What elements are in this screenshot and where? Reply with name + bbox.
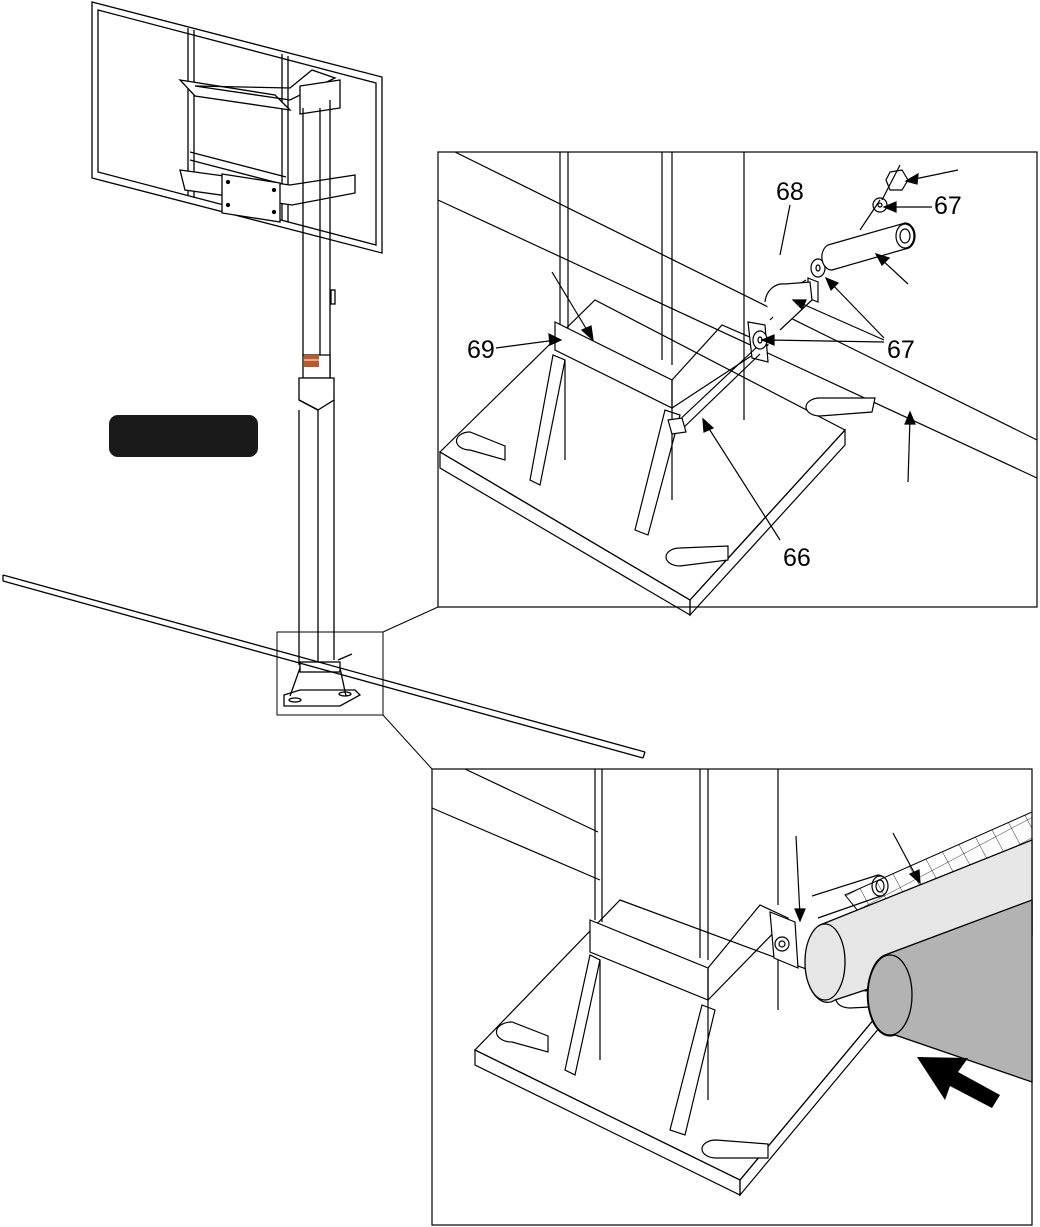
callout-68: 68 — [776, 178, 804, 206]
callout-69: 69 — [467, 336, 495, 364]
detail-view-top: 68 67 67 69 66 — [438, 152, 1037, 615]
backboard — [92, 2, 382, 253]
step-badge — [109, 415, 258, 457]
callout-67-b: 67 — [887, 336, 915, 364]
callout-67-a: 67 — [934, 192, 962, 220]
detail-view-bottom — [432, 769, 1032, 1225]
callout-66: 66 — [783, 544, 811, 572]
